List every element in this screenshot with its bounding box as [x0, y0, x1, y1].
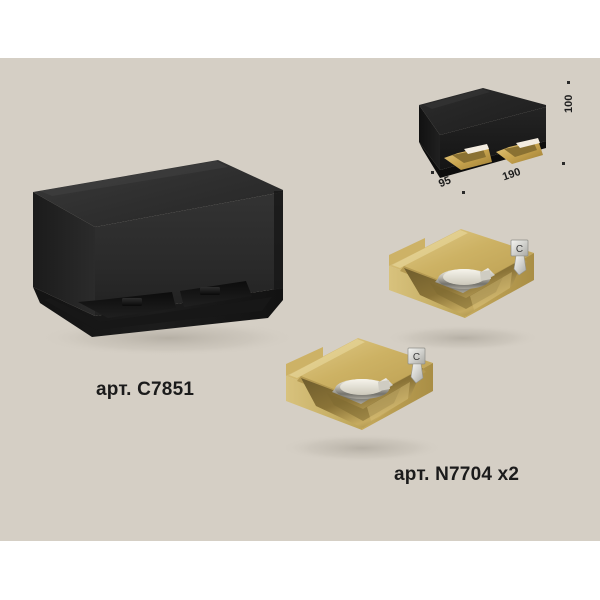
svg-text:C: C — [516, 244, 523, 255]
reflector-cavity — [444, 144, 492, 170]
gold-recessed-spot-upper: C — [385, 229, 541, 351]
svg-text:C: C — [413, 352, 420, 363]
gold-recessed-spot-lower: C — [280, 338, 444, 462]
dimension-tick-dot — [462, 191, 465, 194]
mounting-spring-clip: C — [407, 347, 426, 384]
led-module — [200, 287, 220, 295]
reflector-lens — [435, 268, 495, 293]
dimension-label-height: 100 — [563, 94, 575, 113]
dimension-tick-dot — [431, 171, 434, 174]
black-surface-fixture-dimensioned — [419, 88, 546, 178]
caption-main-fixture: арт. C7851 — [96, 379, 195, 400]
led-module — [122, 298, 142, 306]
black-surface-fixture-large — [33, 160, 298, 356]
mounting-spring-clip: C — [510, 239, 529, 276]
reflector-lens — [332, 378, 393, 404]
dimension-tick-dot — [562, 162, 565, 165]
reflector-cavity — [496, 138, 543, 164]
dimension-tick-dot — [567, 81, 570, 84]
caption-spot-fixtures: арт. N7704 x2 — [394, 464, 520, 485]
